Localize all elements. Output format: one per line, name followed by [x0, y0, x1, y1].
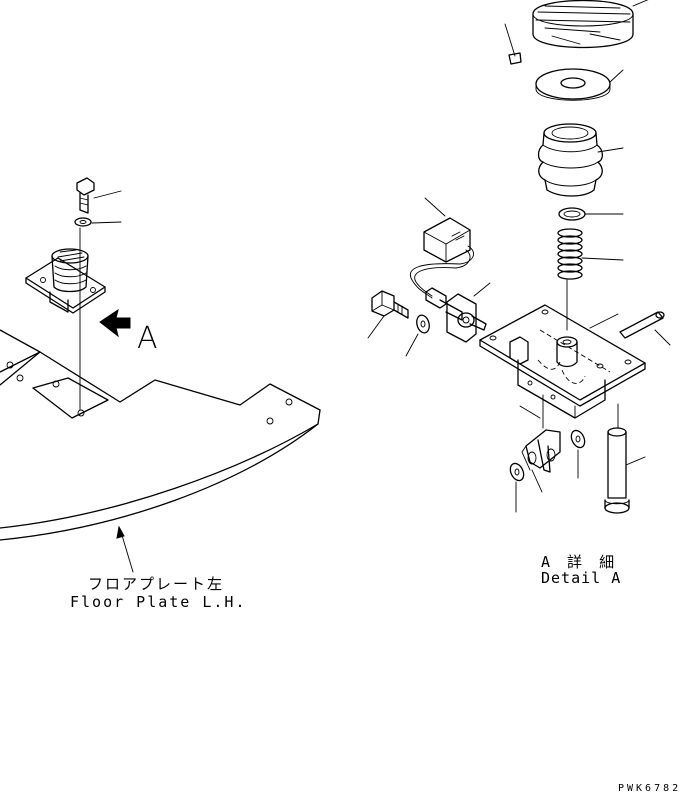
clevis-washers — [509, 429, 586, 513]
spring-pin — [504, 23, 522, 65]
detail-a-exploded-view — [367, 0, 671, 514]
pedal-assembly-small — [25, 177, 122, 411]
bellows-boot — [537, 123, 624, 197]
clevis-pin — [604, 403, 646, 514]
plate-washer — [535, 68, 624, 101]
view-arrow — [99, 308, 131, 338]
view-label: A — [137, 321, 158, 356]
coil-spring — [557, 228, 624, 331]
floor-plate-leader — [116, 525, 134, 573]
floor-plate-label-jp: フロアプレート左 — [88, 575, 225, 593]
snap-ring — [558, 207, 624, 221]
pedal-bracket — [479, 304, 646, 419]
floor-plate — [0, 329, 321, 541]
switch-bolt — [367, 290, 409, 339]
clevis-yoke — [519, 394, 561, 493]
floor-plate-label-en: Floor Plate L.H. — [70, 593, 247, 611]
detail-label-en: Detail A — [541, 569, 622, 587]
switch-washer — [405, 314, 430, 357]
drawing-number: PWK6782 — [618, 783, 682, 794]
limit-switch — [410, 197, 491, 343]
long-pin — [619, 311, 671, 346]
detail-label-jp: A 詳 細 — [541, 553, 619, 571]
pedal-pad — [532, 0, 649, 49]
